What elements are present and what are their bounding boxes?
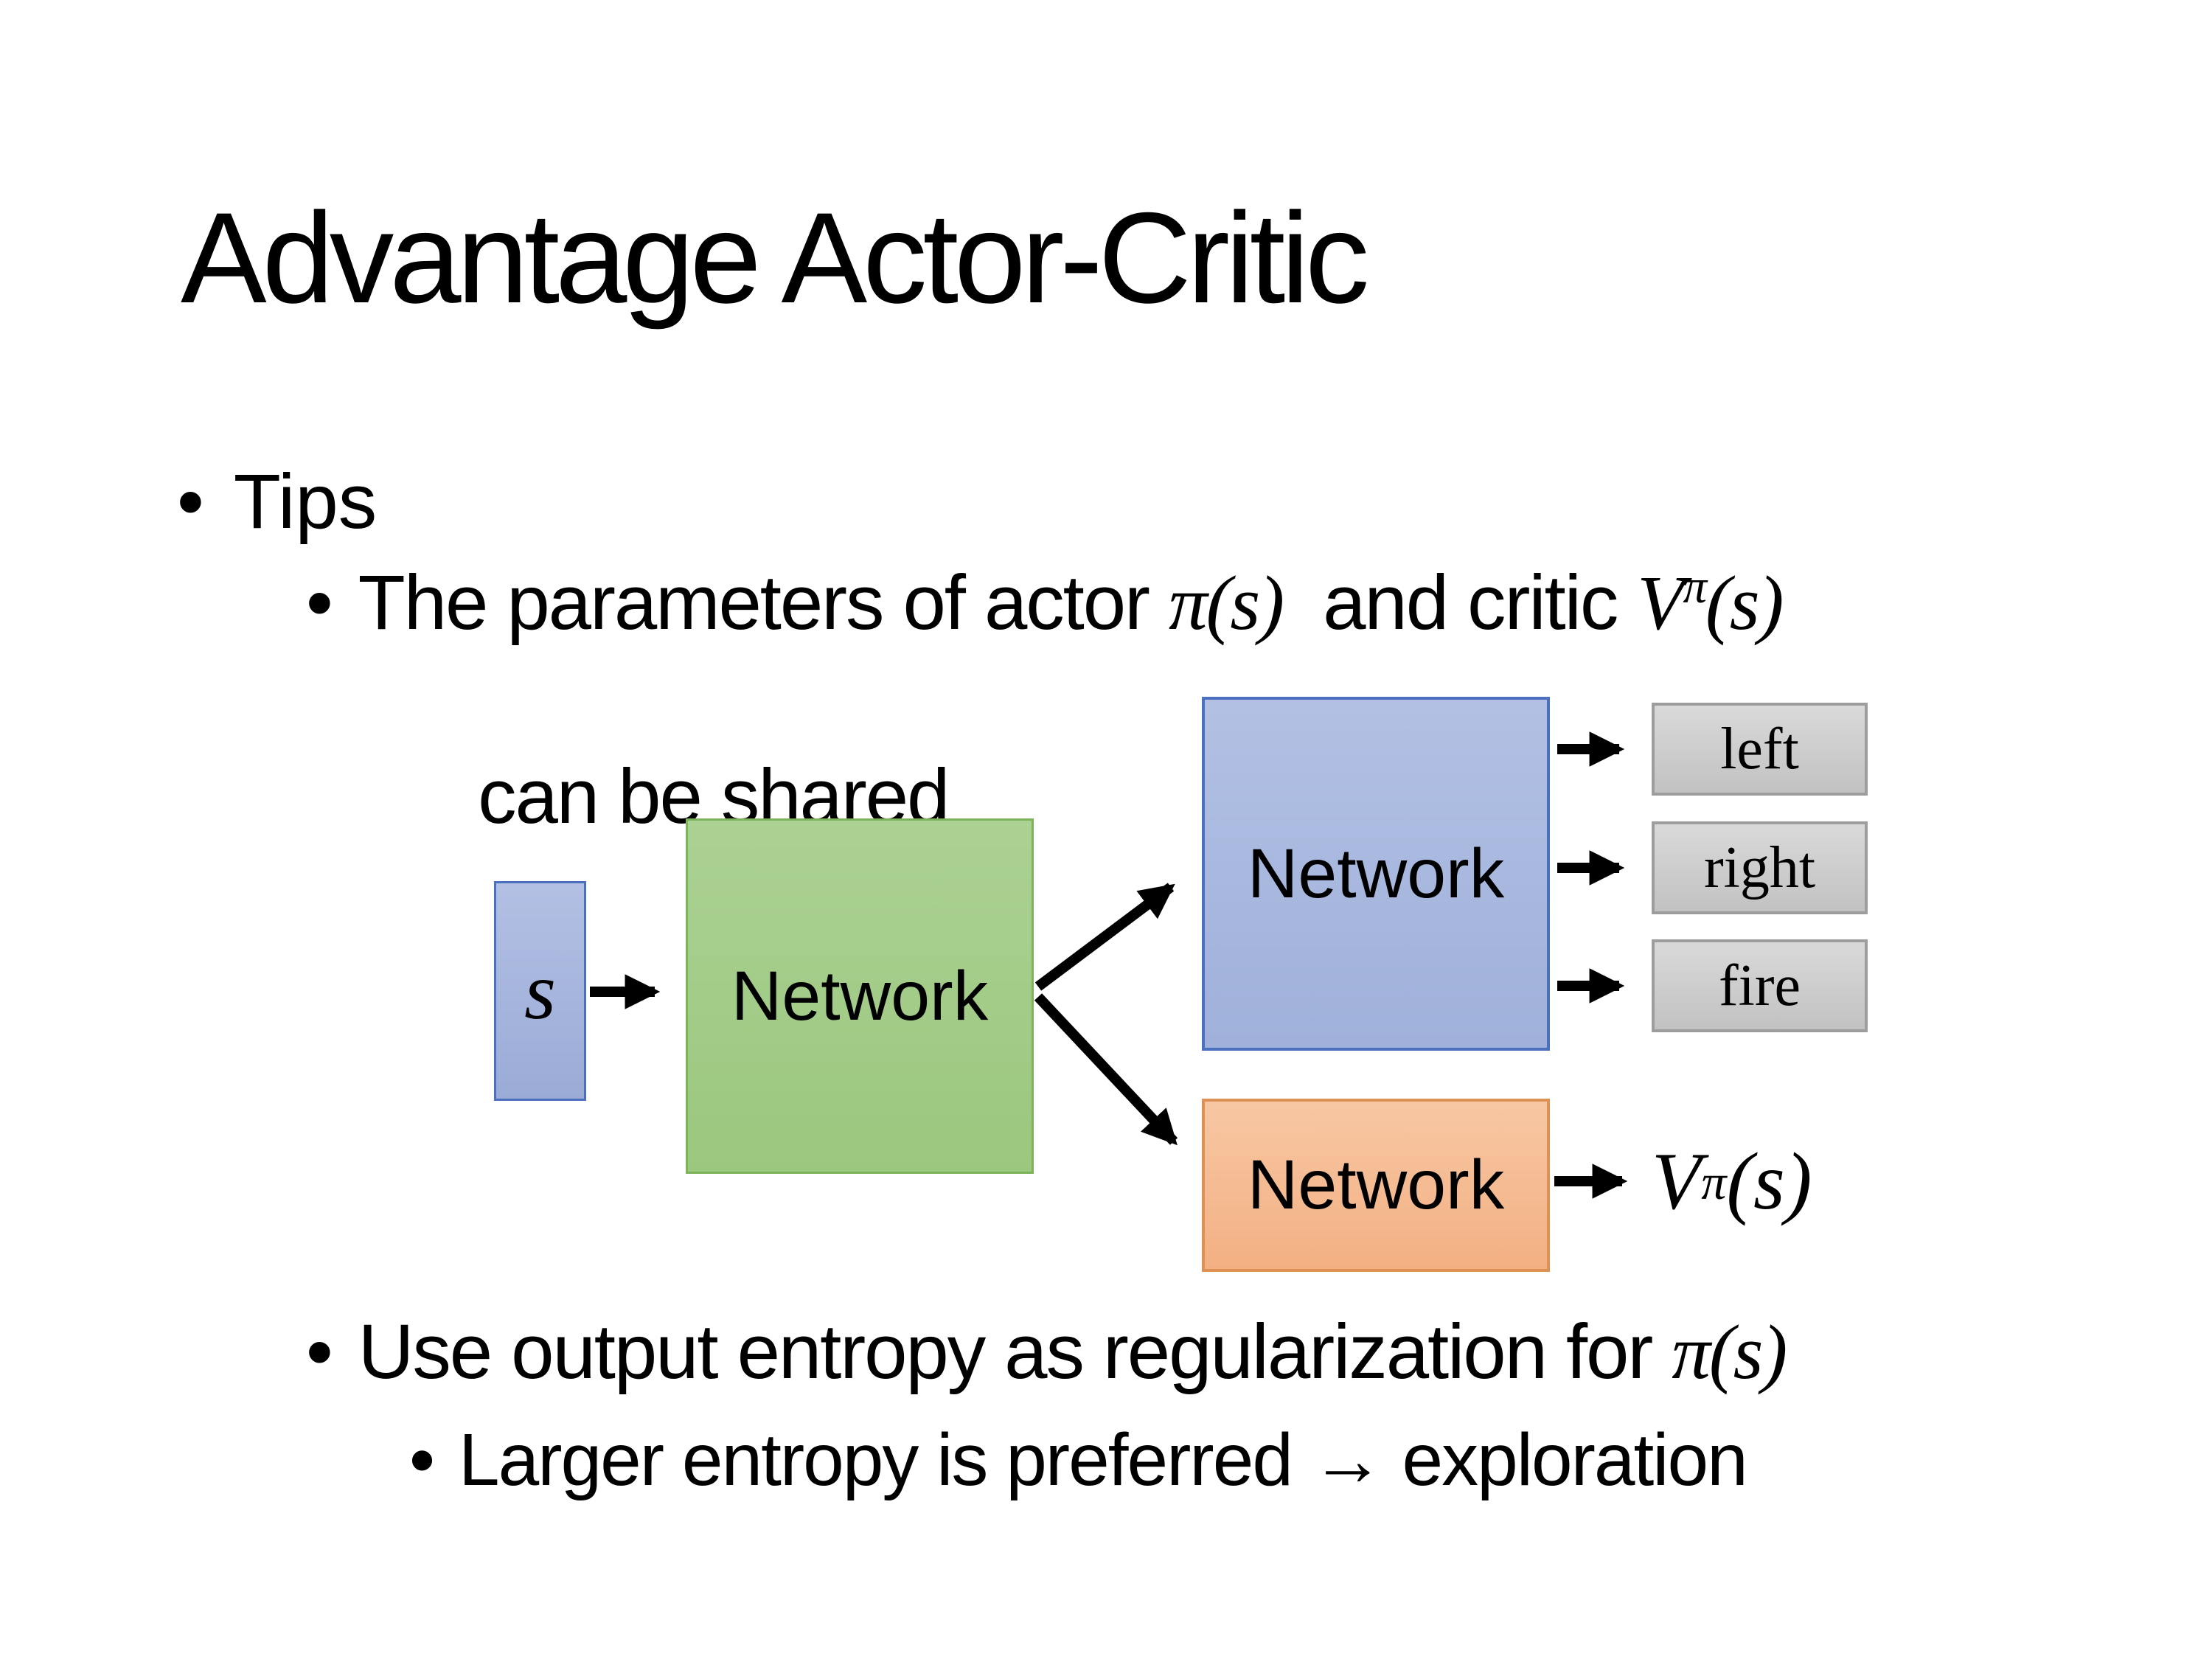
bullet-entropy-regularization: • Use output entropy as regularization f… — [306, 1304, 2120, 1498]
diagram-shared-network-box: Network — [686, 818, 1034, 1174]
value-tail: (s) — [1726, 1136, 1812, 1226]
bullet-glyph: • — [409, 1419, 435, 1501]
larger-entropy-text: Larger entropy is preferred → exploratio… — [459, 1419, 1748, 1501]
entropy-pi-math: π(s) — [1672, 1309, 1787, 1395]
bullet-glyph: • — [177, 459, 204, 545]
critic-v-math: V — [1637, 560, 1684, 646]
input-state-label: s — [524, 945, 556, 1036]
diagram-critic-network-box: Network — [1202, 1099, 1550, 1272]
bullet-larger-entropy: • Larger entropy is preferred → explorat… — [409, 1414, 2135, 1506]
shared-network-label: Network — [731, 956, 989, 1035]
bullet-glyph: • — [306, 1309, 333, 1395]
action-left-label: left — [1720, 716, 1799, 782]
params-pre: The parameters of actor — [358, 560, 1169, 646]
tips-label: Tips — [233, 459, 378, 545]
entropy-text: Use output entropy as regularization for… — [358, 1304, 1788, 1498]
bullet-tips: • Tips — [177, 453, 2109, 550]
action-fire-label: fire — [1718, 953, 1801, 1018]
critic-v-tail: (s) — [1705, 560, 1784, 646]
actor-pi-math: π(s) — [1168, 560, 1284, 646]
params-mid: and critic — [1282, 560, 1638, 646]
entropy-pre: Use output entropy as regularization for — [358, 1309, 1672, 1395]
value-v: V — [1652, 1136, 1702, 1226]
diagram-input-state-box: s — [494, 881, 586, 1101]
actor-network-label: Network — [1247, 834, 1505, 913]
critic-network-label: Network — [1247, 1146, 1505, 1224]
diagram-action-box-left: left — [1652, 703, 1868, 796]
bullet-glyph: • — [306, 560, 333, 646]
action-right-label: right — [1703, 835, 1816, 900]
arrow-shared-to-critic — [1034, 993, 1178, 1146]
critic-v-sup: π — [1683, 560, 1707, 613]
diagram-action-box-right: right — [1652, 821, 1868, 914]
slide-title: Advantage Actor-Critic — [181, 187, 1369, 330]
diagram-action-box-fire: fire — [1652, 939, 1868, 1032]
diagram-actor-network-box: Network — [1202, 697, 1550, 1051]
